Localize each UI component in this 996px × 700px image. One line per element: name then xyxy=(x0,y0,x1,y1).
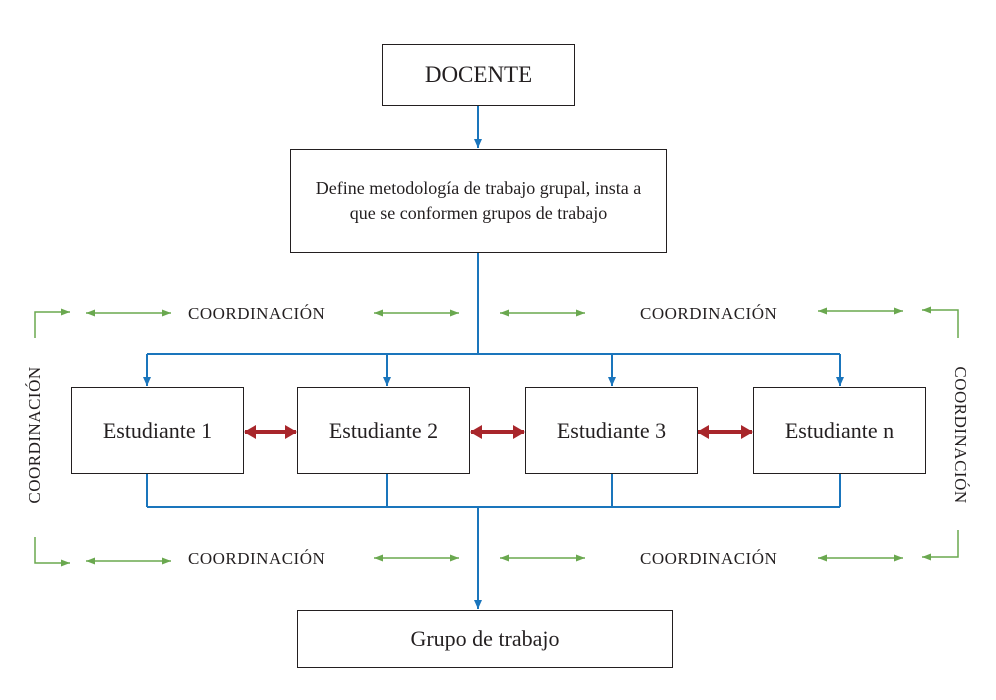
corner-arrow-bottom-right xyxy=(922,530,959,561)
docente-box: DOCENTE xyxy=(382,44,575,106)
grupo-de-trabajo-label: Grupo de trabajo xyxy=(410,626,560,651)
coordination-label-top-left: COORDINACIÓN xyxy=(188,304,326,323)
student-box-n: Estudiante n xyxy=(753,387,926,474)
coordination-label-right-vertical: COORDINACIÓN xyxy=(951,366,970,504)
student-box-1: Estudiante 1 xyxy=(71,387,244,474)
define-methodology-box: Define metodología de trabajo grupal, in… xyxy=(290,149,667,253)
docente-label: DOCENTE xyxy=(424,62,533,87)
student-box-3: Estudiante 3 xyxy=(525,387,698,474)
coordination-label-left-vertical: COORDINACIÓN xyxy=(25,366,44,504)
corner-arrow-bottom-left xyxy=(34,537,70,567)
coordination-label-bottom-left: COORDINACIÓN xyxy=(188,549,326,568)
coordination-label-top-right: COORDINACIÓN xyxy=(640,304,778,323)
student-label: Estudiante n xyxy=(784,417,895,443)
student-label: Estudiante 2 xyxy=(328,417,439,443)
coordination-label-bottom-right: COORDINACIÓN xyxy=(640,549,778,568)
grupo-de-trabajo-box: Grupo de trabajo xyxy=(297,610,673,668)
student-label: Estudiante 3 xyxy=(556,417,667,443)
student-box-2: Estudiante 2 xyxy=(297,387,470,474)
corner-arrow-top-right xyxy=(922,306,959,338)
student-label: Estudiante 1 xyxy=(102,417,213,443)
define-methodology-label: Define metodología de trabajo grupal, in… xyxy=(315,178,642,223)
corner-arrow-top-left xyxy=(34,308,70,338)
